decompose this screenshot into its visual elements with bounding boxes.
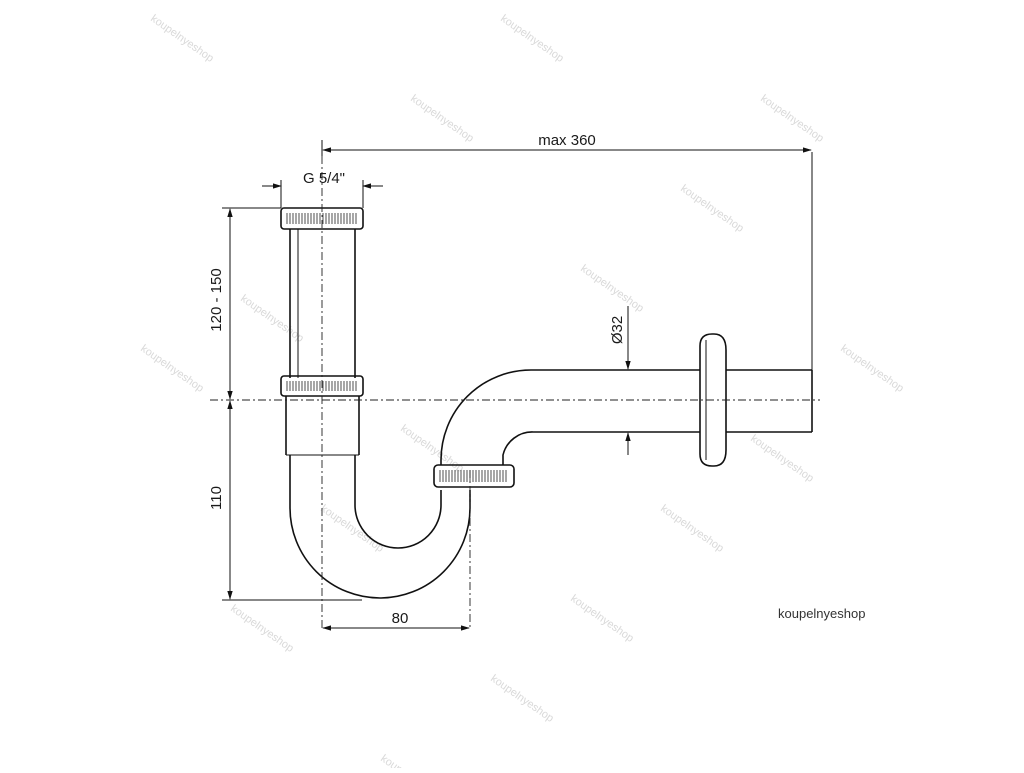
watermark-text: koupelnyeshop <box>498 13 566 65</box>
watermark-text: koupelnyeshop <box>838 343 906 395</box>
watermark-text: koupelnyeshop <box>578 263 646 315</box>
diameter-label: Ø32 <box>609 316 626 344</box>
axis-lines <box>210 140 820 630</box>
watermark-text: koupelnyeshop <box>378 753 446 768</box>
watermark-text: koupelnyeshop <box>658 503 726 555</box>
offset-label: 80 <box>392 610 409 627</box>
outlet-pipe <box>440 333 813 467</box>
upper-tube <box>280 207 364 456</box>
bend-nut <box>433 464 515 488</box>
watermark-text: koupelnyeshop <box>568 593 636 645</box>
watermark-text: koupelnyeshop <box>238 293 306 345</box>
watermark-text: koupelnyeshop <box>488 673 556 725</box>
watermark-text: koupelnyeshop <box>748 433 816 485</box>
watermark-text: koupelnyeshop <box>678 183 746 235</box>
watermark-text: koupelnyeshop <box>318 503 386 555</box>
lower-height-label: 110 <box>208 486 225 510</box>
thread-label: G 5/4" <box>303 170 345 187</box>
u-bend <box>289 455 471 599</box>
max-length-label: max 360 <box>538 132 596 149</box>
watermark-text: koupelnyeshop <box>138 343 206 395</box>
watermark-text: koupelnyeshop <box>408 93 476 145</box>
watermark-text: koupelnyeshop <box>398 423 466 475</box>
watermark-text: koupelnyeshop <box>148 13 216 65</box>
upper-height-label: 120 - 150 <box>208 268 225 331</box>
watermark-text: koupelnyeshop <box>758 93 826 145</box>
watermark-text: koupelnyeshop <box>228 603 296 655</box>
brand-label: koupelnyeshop <box>778 606 866 621</box>
dimension-lines <box>222 140 813 631</box>
